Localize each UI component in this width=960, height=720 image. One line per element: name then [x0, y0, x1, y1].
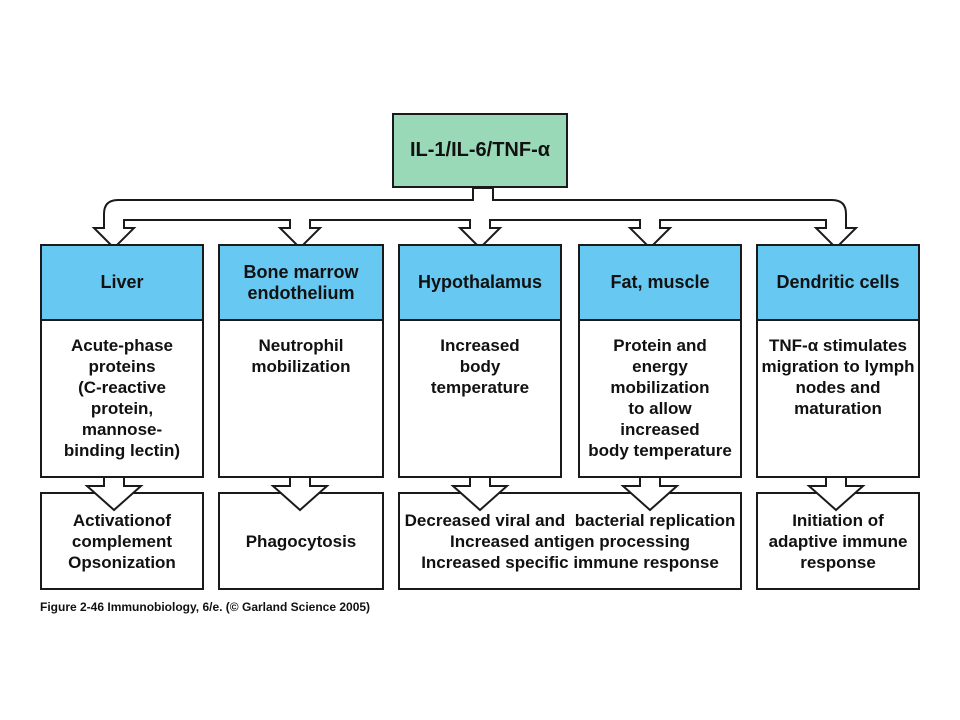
header-hypothalamus-label: Hypothalamus [417, 272, 543, 292]
header-bone-marrow-line2: endothelium [247, 282, 355, 303]
down-arrow-liver [84, 476, 144, 512]
outcome-line: Initiation of [792, 510, 884, 530]
effect-line: maturation [794, 399, 882, 418]
effect-line: temperature [430, 378, 530, 397]
outcome-line: Opsonization [68, 552, 176, 572]
down-arrow-dendritic [806, 476, 866, 512]
header-hypothalamus: Hypothalamus [398, 244, 562, 321]
outcome-complement: Activationof complement Opsonization [40, 492, 204, 590]
effect-line: mannose- [81, 420, 163, 439]
outcome-line: Decreased viral and bacterial replicatio… [404, 510, 736, 530]
header-liver: Liver [40, 244, 204, 321]
distribution-arrows [91, 187, 859, 250]
effects-hypothalamus: Increased body temperature [398, 319, 562, 478]
header-fat-muscle-label: Fat, muscle [610, 272, 710, 292]
outcome-shared-response: Decreased viral and bacterial replicatio… [398, 492, 742, 590]
effect-line: protein, [90, 399, 154, 418]
down-arrow-hypothalamus [450, 476, 510, 512]
outcome-line: response [800, 552, 876, 572]
down-arrow-fat-muscle [620, 476, 680, 512]
down-arrow-bone-marrow [270, 476, 330, 512]
effect-line: Neutrophil [258, 336, 344, 355]
effect-line: Increased [440, 336, 520, 355]
effect-line: binding lectin) [63, 441, 181, 460]
effect-line: nodes and [795, 378, 881, 397]
effect-line: body temperature [588, 441, 732, 460]
cytokine-box: IL-1/IL-6/TNF-α [392, 113, 568, 188]
header-fat-muscle: Fat, muscle [578, 244, 742, 321]
effects-liver: Acute-phase proteins (C-reactive protein… [40, 319, 204, 478]
effect-line: increased [620, 420, 700, 439]
effects-bone-marrow: Neutrophil mobilization [218, 319, 384, 478]
effects-dendritic-cells: TNF-α stimulates migration to lymph node… [756, 319, 920, 478]
header-dendritic-label: Dendritic cells [776, 272, 900, 292]
outcome-line: Increased antigen processing [450, 531, 690, 551]
outcome-line: Activationof [72, 510, 172, 530]
effect-line: Acute-phase [70, 336, 174, 355]
effect-line: Protein and [613, 336, 707, 355]
outcome-line: Phagocytosis [245, 531, 357, 551]
effect-line: migration to lymph [761, 357, 915, 376]
outcome-line: adaptive immune [768, 531, 908, 551]
effect-line: mobilization [610, 378, 710, 397]
header-dendritic-cells: Dendritic cells [756, 244, 920, 321]
figure-caption: Figure 2-46 Immunobiology, 6/e. (© Garla… [40, 600, 371, 614]
effect-line: body [459, 357, 501, 376]
header-liver-label: Liver [100, 272, 144, 292]
cytokine-label: IL-1/IL-6/TNF-α [409, 139, 551, 161]
effect-line: mobilization [251, 357, 351, 376]
effect-line: proteins [88, 357, 156, 376]
effect-line: TNF-α stimulates [769, 336, 907, 355]
outcome-phagocytosis: Phagocytosis [218, 492, 384, 590]
effect-line: to allow [628, 399, 692, 418]
outcome-line: complement [71, 531, 173, 551]
outcome-adaptive-immunity: Initiation of adaptive immune response [756, 492, 920, 590]
header-bone-marrow-line1: Bone marrow [243, 261, 359, 282]
outcome-line: Increased specific immune response [421, 552, 719, 572]
header-bone-marrow: Bone marrow endothelium [218, 244, 384, 321]
effect-line: (C-reactive [78, 378, 166, 397]
effects-fat-muscle: Protein and energy mobilization to allow… [578, 319, 742, 478]
effect-line: energy [632, 357, 688, 376]
